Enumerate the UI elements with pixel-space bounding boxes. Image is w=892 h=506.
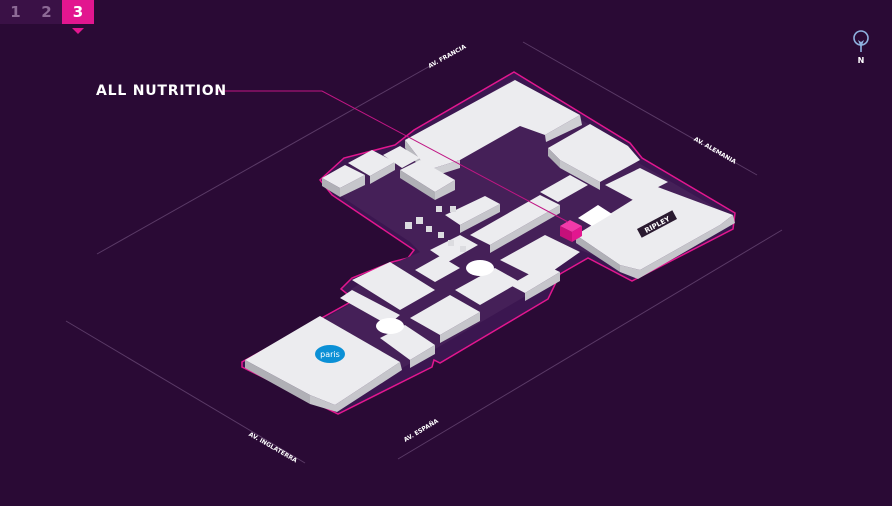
store-block-side: [245, 360, 310, 404]
store-block-side: [576, 235, 620, 272]
compass-label: N: [857, 56, 865, 65]
street-line-inglaterra: [65, 320, 306, 464]
store-block: [348, 150, 395, 176]
store-block-side: [340, 175, 365, 197]
street-label-inglaterra: AV. INGLATERRA: [247, 431, 298, 465]
floor-tab-3[interactable]: 3: [62, 0, 94, 24]
store-block: [322, 165, 365, 188]
plaza: [376, 318, 404, 334]
store-block: [455, 268, 520, 305]
selected-store-label[interactable]: ALL NUTRITION: [96, 83, 227, 99]
street-line-alemania: [522, 41, 758, 176]
store-block: [540, 175, 588, 202]
store-block-side: [490, 205, 560, 253]
store-block: [548, 124, 640, 182]
kiosk: [450, 206, 456, 212]
store-block: [340, 290, 400, 325]
selected-store-left[interactable]: [560, 226, 572, 242]
active-floor-caret-icon: [72, 28, 84, 34]
store-block: [405, 80, 580, 170]
store-block-side: [435, 180, 455, 200]
street-label-francia: AV. FRANCIA: [427, 43, 468, 70]
store-block: [510, 265, 560, 293]
plaza: [578, 205, 612, 226]
store-block: [352, 262, 435, 310]
store-block-side: [370, 162, 395, 184]
street-lines: [65, 41, 783, 464]
store-block: [500, 235, 580, 280]
kiosk: [426, 226, 432, 232]
kiosk: [460, 246, 466, 252]
kiosk: [405, 222, 412, 229]
store-block-side: [410, 345, 435, 368]
paris-logo-text: paris: [320, 350, 340, 359]
kiosk: [438, 232, 444, 238]
store-block-side: [620, 215, 735, 279]
store-block-side: [440, 312, 480, 343]
store-block: [470, 195, 560, 245]
store-block: [400, 160, 455, 192]
selected-store-marker[interactable]: [560, 220, 582, 242]
kiosk: [448, 240, 454, 246]
selected-store-right[interactable]: [572, 226, 582, 242]
paris-logo-badge: [315, 345, 345, 363]
kiosk: [436, 206, 442, 212]
north-pin-icon: [853, 30, 869, 52]
floor-tab-1[interactable]: 1: [0, 0, 31, 24]
store-block: [383, 146, 420, 168]
plaza: [466, 260, 494, 276]
floor-tab-2[interactable]: 2: [31, 0, 62, 24]
street-line-francia: [96, 65, 431, 255]
store-block-side: [525, 272, 560, 301]
street-label-espana: AV. ESPAÑA: [403, 417, 440, 443]
store-block-side: [322, 178, 340, 197]
store-block: [430, 235, 478, 262]
store-block: [445, 196, 500, 225]
store-block: [380, 325, 435, 360]
store-block-side: [460, 204, 500, 233]
store-blocks: [245, 80, 735, 412]
store-block-side: [545, 115, 582, 142]
store-block-side: [560, 160, 600, 190]
floor-selector: 1 2 3: [0, 0, 94, 24]
street-label-alemania: AV. ALEMANIA: [692, 136, 737, 166]
store-block-side: [400, 170, 435, 200]
store-block-side: [548, 148, 560, 168]
street-line-espana: [397, 229, 783, 460]
store-leader-line: [218, 90, 569, 223]
selected-store-top[interactable]: [560, 220, 582, 232]
store-block: [415, 256, 460, 282]
kiosk: [416, 217, 423, 224]
paris-logo: paris: [315, 345, 345, 363]
store-block: [605, 168, 668, 200]
store-block: [410, 295, 480, 335]
ripley-logo-badge: [636, 210, 678, 238]
store-block-side: [310, 362, 402, 412]
